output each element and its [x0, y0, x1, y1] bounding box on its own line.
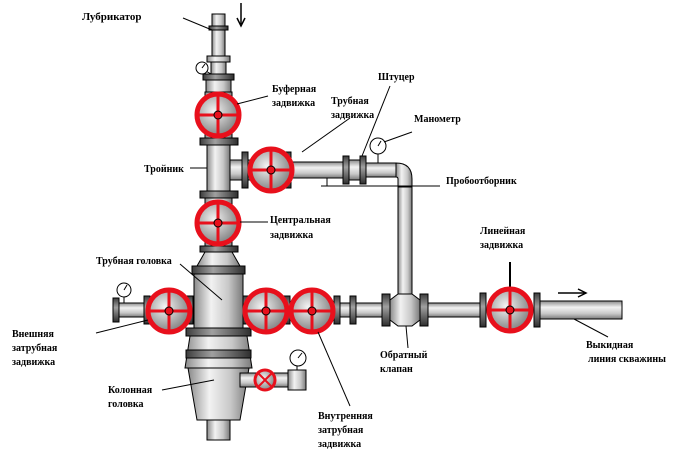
label-central-valve-1: Центральная — [270, 215, 331, 226]
label-pipe-valve-top-1: Трубная — [331, 96, 369, 107]
flow-arrow-right — [558, 288, 588, 298]
label-lubricator: Лубрикатор — [82, 11, 142, 23]
label-outer-annulus-2: затрубная — [12, 343, 58, 354]
label-manometer: Манометр — [414, 114, 461, 125]
label-tubing-head: Трубная головка — [96, 256, 172, 267]
valve-line[interactable] — [486, 286, 534, 334]
label-casing-head-2: головка — [108, 399, 144, 410]
labels: Лубрикатор Буферная задвижка Трубная зад… — [12, 11, 666, 450]
label-inner-annulus-2: затрубная — [318, 425, 364, 436]
valve-small-inner[interactable] — [253, 368, 277, 392]
valve-inner-annulus-b[interactable] — [288, 287, 336, 335]
label-check-valve-2: клапан — [380, 364, 413, 375]
label-flow-line-1: Выкидная — [586, 340, 634, 351]
valve-central[interactable] — [194, 199, 242, 247]
label-inner-annulus-1: Внутренняя — [318, 411, 373, 422]
label-line-valve-2: задвижка — [480, 240, 523, 251]
main-column — [184, 13, 253, 441]
leader-lines — [95, 17, 609, 407]
label-pipe-valve-top-2: задвижка — [331, 110, 374, 121]
label-outer-annulus-3: задвижка — [12, 357, 55, 368]
label-choke: Штуцер — [378, 72, 415, 83]
label-tee: Тройник — [144, 164, 184, 175]
label-buffer-valve-2: задвижка — [272, 98, 315, 109]
label-line-valve-1: Линейная — [480, 226, 526, 237]
valve-outer-annulus[interactable] — [145, 287, 193, 335]
label-check-valve-1: Обратный — [380, 350, 428, 361]
flow-arrow-down — [236, 3, 246, 28]
upper-branch — [229, 137, 413, 296]
valve-upper-pipe[interactable] — [247, 146, 295, 194]
label-outer-annulus-1: Внешняя — [12, 329, 54, 340]
label-flow-line-2: линия скважины — [588, 354, 666, 365]
label-sampler: Пробоотборник — [446, 176, 517, 187]
label-central-valve-2: задвижка — [270, 230, 313, 241]
label-inner-annulus-3: задвижка — [318, 439, 361, 450]
valve-inner-annulus-a[interactable] — [242, 287, 290, 335]
label-casing-head-1: Колонная — [108, 385, 153, 396]
valve-buffer[interactable] — [194, 91, 242, 139]
label-buffer-valve-1: Буферная — [272, 84, 317, 95]
